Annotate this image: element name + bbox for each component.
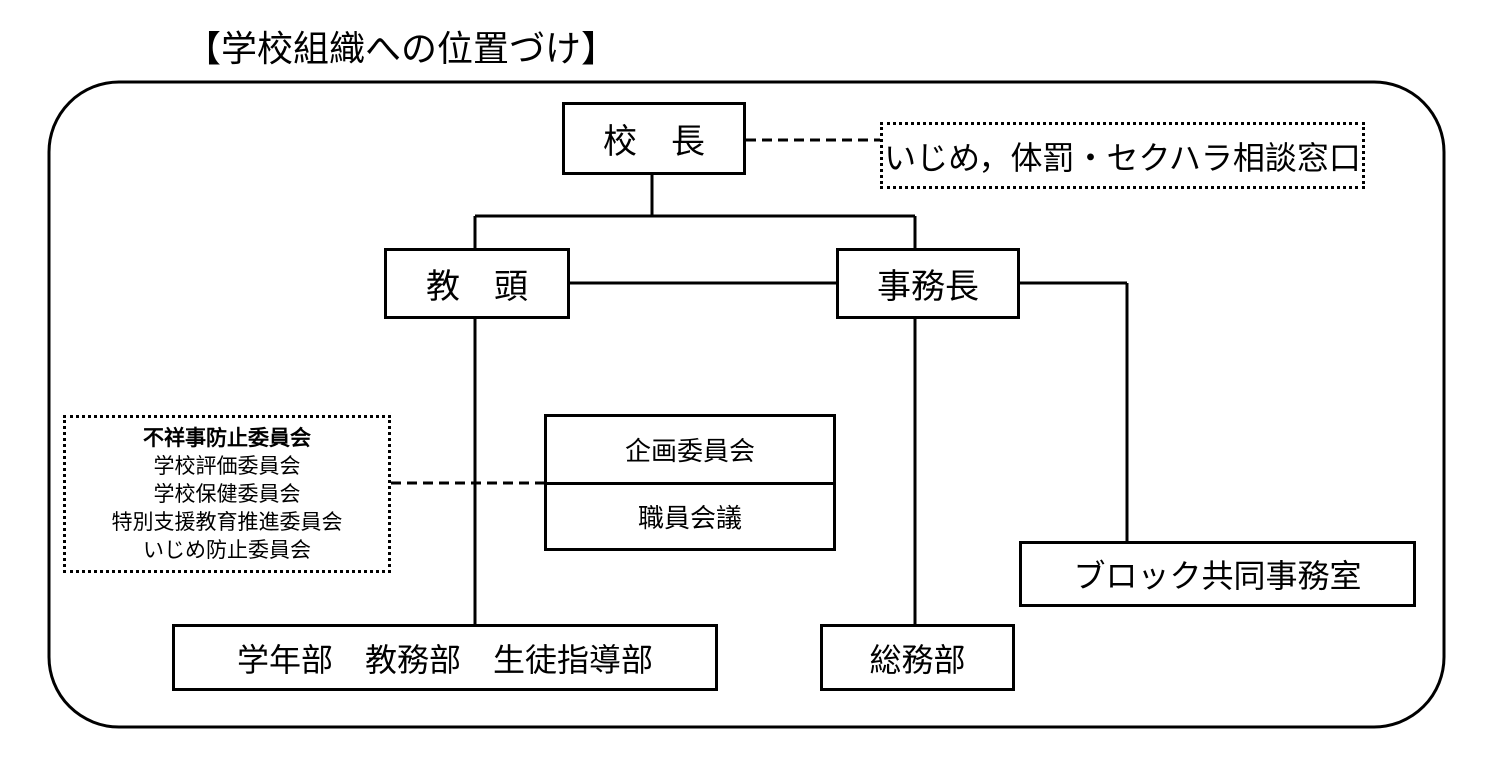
general-affairs-label: 総務部 bbox=[869, 640, 966, 679]
vice-principal-box: 教 頭 bbox=[384, 248, 570, 319]
committees-box: 不祥事防止委員会 学校評価委員会 学校保健委員会 特別支援教育推進委員会 いじめ… bbox=[63, 415, 391, 573]
outer-frame bbox=[47, 80, 1446, 729]
staff-meeting-label: 職員会議 bbox=[637, 504, 742, 534]
block-office-label: ブロック共同事務室 bbox=[1073, 557, 1362, 595]
principal-box: 校 長 bbox=[562, 102, 746, 175]
vice-principal-label: 教 頭 bbox=[426, 267, 528, 307]
planning-committee-label: 企画委員会 bbox=[624, 437, 755, 467]
staff-meeting-cell: 職員会議 bbox=[547, 485, 833, 548]
planning-meeting-box: 企画委員会 職員会議 bbox=[544, 414, 836, 551]
departments-box: 学年部 教務部 生徒指導部 bbox=[172, 624, 718, 691]
planning-committee-cell: 企画委員会 bbox=[547, 417, 833, 485]
office-manager-box: 事務長 bbox=[836, 248, 1020, 319]
committee-item: 特別支援教育推進委員会 bbox=[111, 510, 343, 534]
committee-item: いじめ防止委員会 bbox=[143, 538, 311, 562]
principal-label: 校 長 bbox=[603, 122, 705, 162]
consultation-desk-box: いじめ，体罰・セクハラ相談窓口 bbox=[880, 122, 1365, 189]
departments-label: 学年部 教務部 生徒指導部 bbox=[236, 640, 653, 679]
committee-item: 学校評価委員会 bbox=[153, 454, 301, 478]
committee-item: 不祥事防止委員会 bbox=[143, 426, 311, 450]
committee-item: 学校保健委員会 bbox=[153, 482, 301, 506]
general-affairs-box: 総務部 bbox=[820, 624, 1015, 691]
diagram-title: 【学校組織への位置づけ】 bbox=[185, 29, 618, 70]
office-manager-label: 事務長 bbox=[877, 267, 979, 307]
consultation-desk-label: いじめ，体罰・セクハラ相談窓口 bbox=[884, 138, 1361, 177]
block-office-box: ブロック共同事務室 bbox=[1019, 541, 1416, 607]
